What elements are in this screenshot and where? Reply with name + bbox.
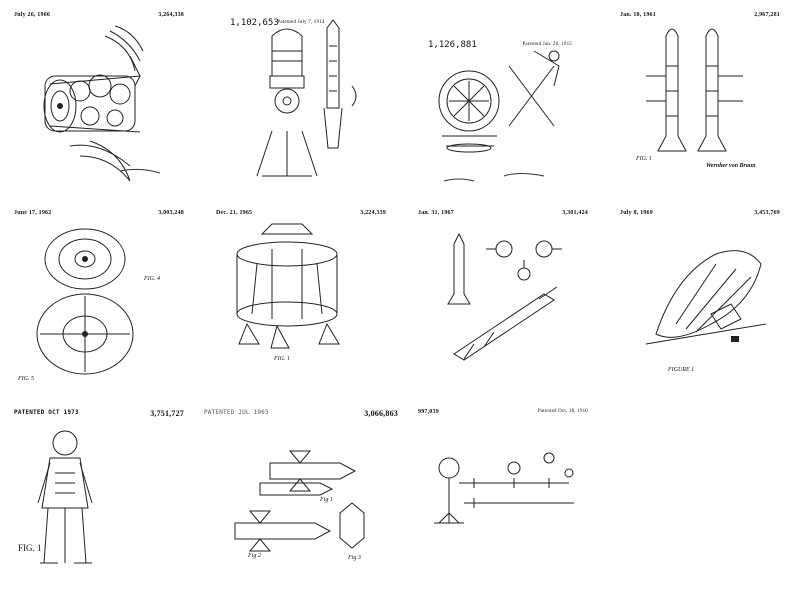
patent-number: 3,301,424 <box>562 210 588 216</box>
spacesuit-drawing <box>10 403 188 589</box>
rocket-launch-drawing <box>414 204 592 388</box>
patent-header: PATENTED JUL 1965 <box>204 409 269 416</box>
patent-issued: Patented Jan. 26, 1915 <box>522 42 572 47</box>
patent-date: Dec. 21, 1965 <box>216 210 253 216</box>
patent-sheet-7[interactable]: Jan. 31, 1967 3,301,424 <box>414 204 592 388</box>
patent-sheet-1[interactable]: July 26, 1966 3,264,338 <box>10 6 188 190</box>
figure-label-a: FIG. 4 <box>144 276 160 282</box>
figure-label: FIGURE 1 <box>668 367 695 373</box>
figure-label: FIG. 1 <box>18 543 42 553</box>
patent-sheet-3[interactable]: Patented Jan. 26, 1915 1,126,881 <box>414 6 592 190</box>
patent-number: 3,453,769 <box>754 210 780 216</box>
shuttle-drawing <box>200 403 402 589</box>
patent-number: 3,264,338 <box>158 12 184 18</box>
patent-sheet-10[interactable]: PATENTED JUL 1965 3,066,863 Fig 1 Fig 2 … <box>200 403 402 589</box>
figure-1-label: Fig 1 <box>320 497 333 503</box>
patent-number: 3,003,248 <box>158 210 184 216</box>
patent-sheet-5[interactable]: June 17, 1962 3,003,248 FIG. 4 FIG. 5 <box>10 204 188 388</box>
patent-sheet-6[interactable]: Dec. 21, 1965 3,224,339 FIG. 1 <box>212 204 390 388</box>
jet-engine-drawing <box>10 6 188 190</box>
patent-number: 3,066,863 <box>364 409 398 418</box>
patent-number: 3,751,727 <box>150 409 184 418</box>
telescope-drawing <box>616 204 784 388</box>
patent-date: Jan. 31, 1967 <box>418 210 454 216</box>
figure-2-label: Fig 2 <box>248 553 261 559</box>
patent-sheet-8[interactable]: July 8, 1969 3,453,769 FIGURE 1 <box>616 204 784 388</box>
patent-header: PATENTED OCT 1973 <box>14 409 79 416</box>
patent-date: July 26, 1966 <box>14 12 51 18</box>
inventor-signature: Wernher von Braun <box>706 163 756 169</box>
rocket-apparatus-drawing <box>212 6 390 190</box>
patent-sheet-11[interactable]: 997,039 Patented Oct. 18, 1910 <box>414 403 592 589</box>
disc-craft-drawing <box>10 204 188 388</box>
patent-number: 997,039 <box>418 409 439 415</box>
patent-sheet-2[interactable]: Patented July 7, 1914 1,102,653 <box>212 6 390 190</box>
lander-drawing <box>212 204 390 388</box>
figure-3-label: Fig 3 <box>348 555 361 561</box>
patent-date: Jan. 10, 1961 <box>620 12 656 18</box>
figure-label: FIG. 1 <box>274 356 290 362</box>
patent-number: 2,967,281 <box>754 12 780 18</box>
patent-number: 1,126,881 <box>428 40 477 50</box>
patent-number: 1,102,653 <box>230 18 279 28</box>
patent-issued: Patented Oct. 18, 1910 <box>537 409 588 414</box>
figure-label-b: FIG. 5 <box>18 376 34 382</box>
planetarium-drawing <box>414 403 592 589</box>
figure-label: FIG. 1 <box>636 156 652 162</box>
patent-sheet-9[interactable]: PATENTED OCT 1973 3,751,727 FIG. 1 <box>10 403 188 589</box>
magazine-rocket-drawing <box>414 6 592 190</box>
patent-date: July 8, 1969 <box>620 210 653 216</box>
patent-sheet-4[interactable]: Jan. 10, 1961 2,967,281 FIG. 1 Wernher v… <box>616 6 784 190</box>
twin-rocket-drawing <box>616 6 784 190</box>
patent-issued: Patented July 7, 1914 <box>277 20 325 25</box>
patent-date: June 17, 1962 <box>14 210 52 216</box>
patent-number: 3,224,339 <box>360 210 386 216</box>
